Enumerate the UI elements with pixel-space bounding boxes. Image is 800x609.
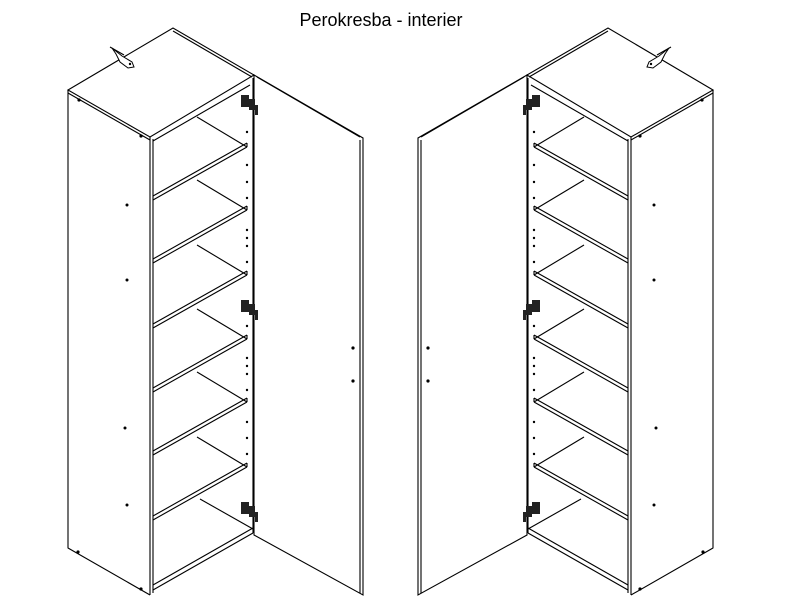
cabinet-left-view	[67, 27, 364, 596]
cabinet-left-drawing	[67, 27, 364, 596]
cabinet-right-drawing	[417, 27, 714, 596]
drawing-title: Perokresba - interier	[299, 10, 463, 30]
cabinet-right-view	[417, 27, 714, 596]
